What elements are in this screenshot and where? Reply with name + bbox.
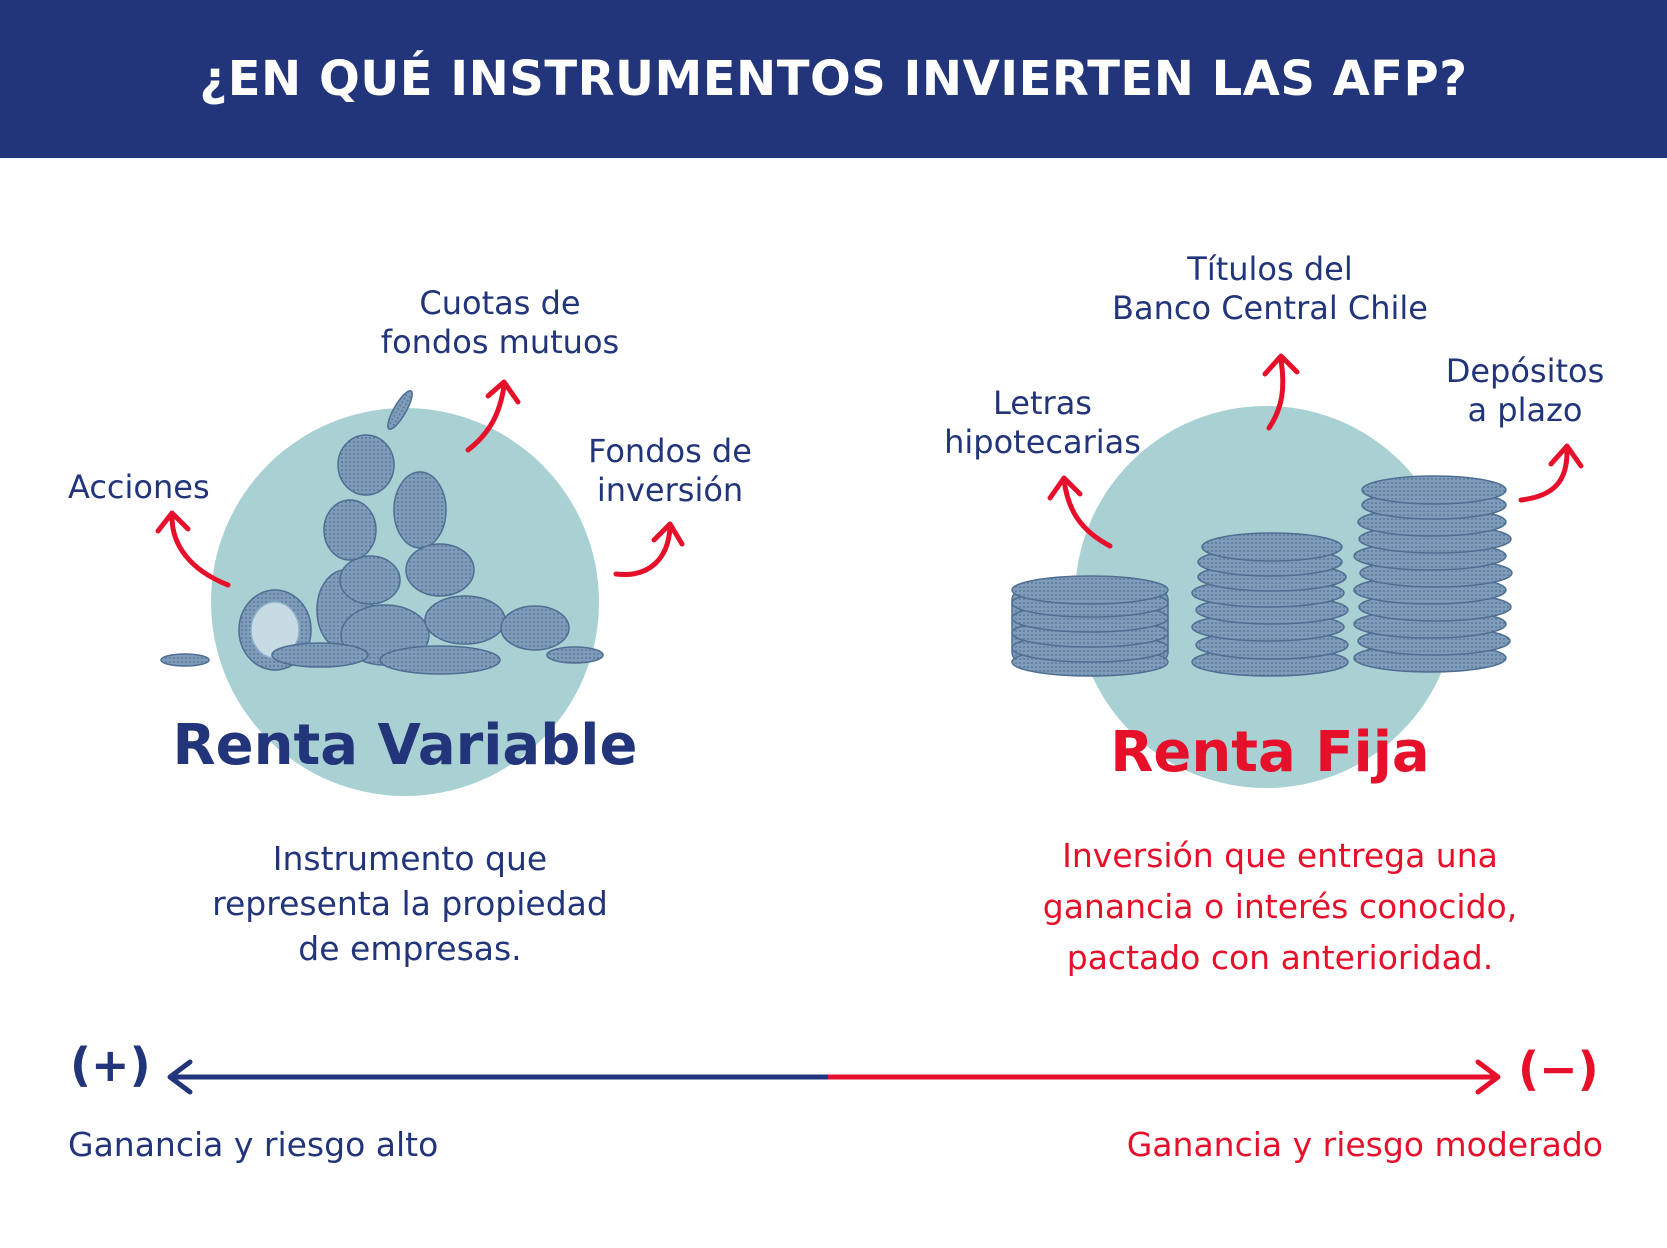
- label-titulos-line-2: Banco Central Chile: [1112, 289, 1428, 327]
- label-letras-line-2: hipotecarias: [944, 423, 1141, 461]
- curved-arrow-titulos-icon: [1262, 353, 1300, 431]
- label-letras-hipotecarias: Letras hipotecarias: [930, 384, 1155, 462]
- coin-stacks-icon: [1011, 475, 1513, 677]
- label-cuotas-fondos-mutuos: Cuotas de fondos mutuos: [365, 284, 635, 362]
- label-cuotas-line-2: fondos mutuos: [380, 323, 620, 361]
- page-title: ¿EN QUÉ INSTRUMENTOS INVIERTEN LAS AFP?: [199, 51, 1468, 107]
- label-letras-line-1: Letras: [993, 384, 1092, 422]
- desc-left-line-3: de empresas.: [298, 929, 522, 968]
- desc-right-line-3: pactado con anterioridad.: [1066, 938, 1494, 977]
- label-fondos-line-2: inversión: [596, 471, 744, 509]
- label-depositos-line-1: Depósitos: [1445, 352, 1605, 390]
- curved-arrow-depositos-icon: [1518, 443, 1584, 503]
- arrow-left-icon: [167, 1059, 193, 1095]
- renta-fija-description: Inversión que entrega una ganancia o int…: [990, 830, 1570, 983]
- curved-arrow-cuotas-icon: [465, 379, 521, 453]
- label-titulos-line-1: Títulos del: [1187, 250, 1353, 288]
- renta-fija-title: Renta Fija: [1110, 720, 1430, 785]
- label-cuotas-line-1: Cuotas de: [419, 284, 581, 322]
- desc-right-line-1: Inversión que entrega una: [1062, 836, 1498, 875]
- header-banner: ¿EN QUÉ INSTRUMENTOS INVIERTEN LAS AFP?: [0, 0, 1667, 158]
- scale-minus-symbol: (−): [1518, 1042, 1599, 1096]
- label-depositos-line-2: a plazo: [1467, 391, 1583, 429]
- label-acciones: Acciones: [68, 468, 210, 507]
- curved-arrow-fondos-icon: [613, 521, 685, 577]
- desc-left-line-2: representa la propiedad: [212, 884, 608, 923]
- desc-right-line-2: ganancia o interés conocido,: [1042, 887, 1518, 926]
- scale-right-label: Ganancia y riesgo moderado: [1126, 1125, 1603, 1164]
- desc-left-line-1: Instrumento que: [272, 839, 548, 878]
- renta-variable-description: Instrumento que representa la propiedad …: [165, 836, 655, 971]
- label-fondos-inversion: Fondos de inversión: [575, 432, 765, 510]
- label-depositos-plazo: Depósitos a plazo: [1430, 352, 1620, 430]
- label-acciones-line: Acciones: [68, 468, 210, 506]
- label-fondos-line-1: Fondos de: [588, 432, 752, 470]
- label-titulos-banco-central: Títulos del Banco Central Chile: [1095, 250, 1445, 328]
- risk-scale-arrow: [167, 1059, 1501, 1095]
- renta-variable-title: Renta Variable: [172, 713, 638, 778]
- curved-arrow-acciones-icon: [155, 510, 231, 588]
- arrow-right-icon: [1475, 1059, 1501, 1095]
- scale-left-label: Ganancia y riesgo alto: [68, 1125, 439, 1164]
- curved-arrow-letras-icon: [1047, 475, 1113, 549]
- scale-plus-symbol: (+): [70, 1038, 151, 1092]
- falling-coins-icon: [160, 389, 604, 675]
